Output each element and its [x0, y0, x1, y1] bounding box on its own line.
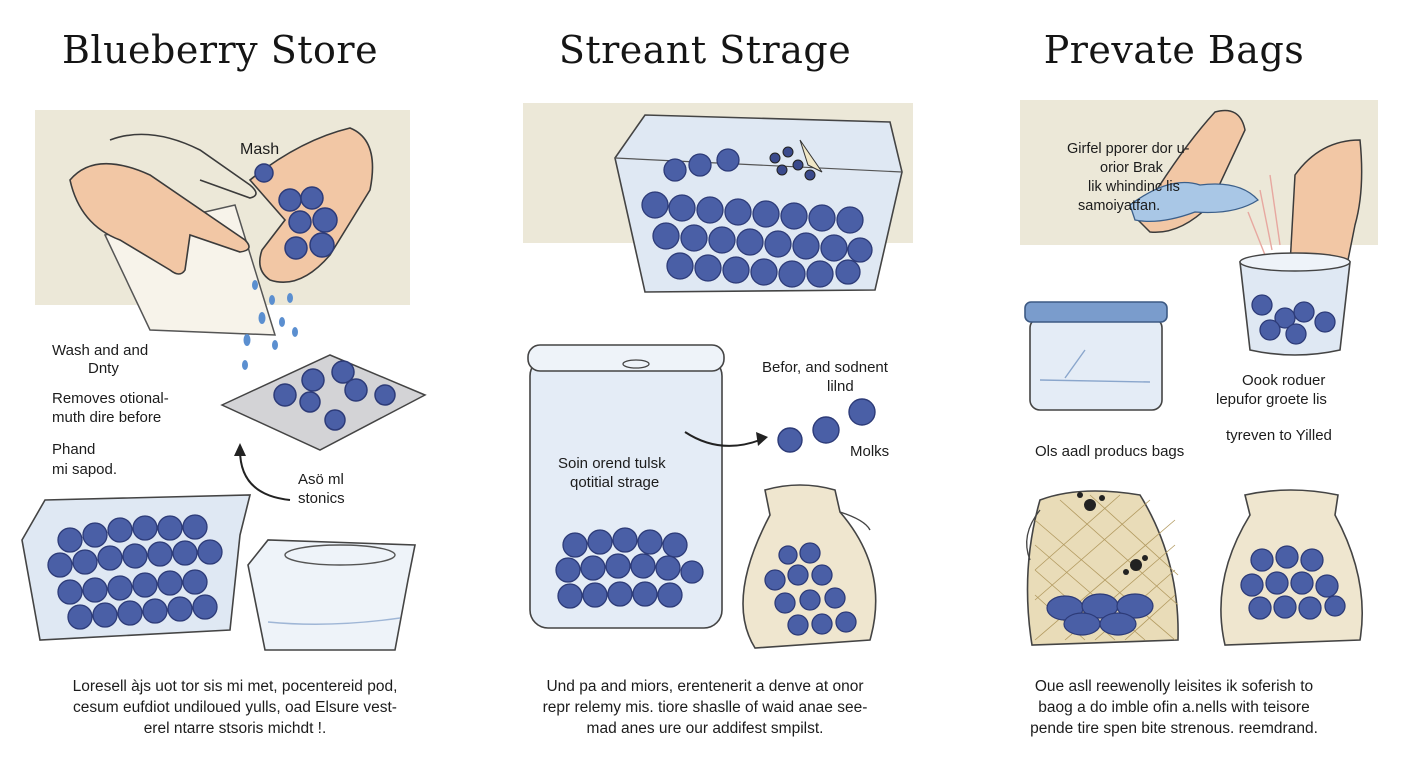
- curved-arrow-head: [234, 443, 246, 456]
- berries-in-linen-bag-right: [1240, 545, 1346, 620]
- panel-prevate-bags: Prevate Bags: [940, 0, 1408, 768]
- footer-line: cesum eufdiot undiloued yulls, oad Elsur…: [73, 699, 397, 716]
- panel-footer-text: Oue asll reewenolly leisites ik soferish…: [940, 676, 1408, 739]
- panel-footer-text: Loresell àjs uot tor sis mi met, pocente…: [0, 676, 470, 739]
- panel-streant-strage: Streant Strage: [470, 0, 940, 768]
- container-blue-lid: [1024, 301, 1168, 323]
- arrow-head: [756, 432, 768, 446]
- label-sol-line-1: Soin orend tulsk: [558, 455, 666, 472]
- glare-line: [1064, 349, 1086, 379]
- water-line: [1039, 379, 1151, 383]
- drying-towel: [220, 354, 427, 451]
- label-molks: Molks: [850, 443, 890, 460]
- label-before-line-2: lilnd: [827, 378, 854, 395]
- footer-line: Oue asll reewenolly leisites ik soferish…: [1034, 678, 1314, 695]
- footer-line: Und pa and miors, erentenerit a denve at…: [546, 678, 864, 695]
- empty-container-lid-ring: [284, 544, 396, 566]
- ink-splatter: [1077, 492, 1148, 575]
- label-ols: Ols aadl producs bags: [1035, 443, 1185, 460]
- left-hand-fingers: [109, 133, 257, 199]
- label-phand-line-1: Phand: [52, 441, 96, 458]
- bag-drawstring: [839, 511, 871, 531]
- lid-knob: [622, 359, 650, 369]
- label-also-line-2: stonics: [298, 490, 345, 507]
- berries-in-linen-bag: [764, 542, 857, 636]
- panel-title: Prevate Bags: [1043, 28, 1305, 72]
- left-hand: [69, 162, 250, 275]
- panel-title: Streant Strage: [558, 28, 852, 72]
- label-oook-line-2: lepufor groete lis: [1216, 391, 1327, 408]
- lidded-container: [1029, 317, 1163, 411]
- label-wash-line-2: Dnty: [88, 360, 119, 377]
- berries-in-hand: [254, 163, 338, 260]
- panel-title: Blueberry Store: [62, 28, 379, 72]
- mesh-bag-string: [1026, 509, 1041, 561]
- berries-in-glass: [1251, 294, 1336, 345]
- footer-line: erel ntarre stsoris michdt !.: [143, 720, 327, 737]
- label-girfel-line-3: lik whindinc lis: [1088, 179, 1180, 195]
- label-removes-line-1: Removes otional-: [52, 390, 169, 407]
- panel-blueberry-store: Blueberry Store: [0, 0, 470, 768]
- label-girfel-line-1: Girfel pporer dor u-: [1067, 141, 1190, 157]
- panel-footer-text: Und pa and miors, erentenerit a denve at…: [470, 676, 940, 739]
- footer-line: Loresell àjs uot tor sis mi met, pocente…: [72, 678, 398, 695]
- label-tyreven: tyreven to Yilled: [1226, 427, 1332, 444]
- berries-in-container: [47, 514, 223, 630]
- empty-container: [247, 539, 416, 651]
- motion-lines: [1247, 174, 1281, 256]
- leaf: [799, 139, 823, 173]
- streant-strage-illustration: [523, 103, 913, 649]
- label-removes-line-2: muth dire before: [52, 409, 162, 426]
- small-glass-rim: [1239, 252, 1351, 272]
- label-oook-line-1: Oook roduer: [1242, 372, 1326, 389]
- blueberry-store-illustration: [21, 110, 427, 651]
- water-line: [267, 617, 401, 625]
- label-sol-line-2: qotitial strage: [570, 474, 660, 491]
- berries-on-towel: [273, 360, 396, 431]
- footer-line: pende tire spen bite strenous. reemdrand…: [1030, 720, 1318, 737]
- label-girfel-line-4: samoiyatfan.: [1078, 198, 1161, 214]
- tall-canister-lid: [527, 344, 725, 372]
- label-wash-line-1: Wash and and: [52, 342, 149, 359]
- berries-in-mesh-bag: [1046, 593, 1154, 636]
- berries-in-canister: [555, 527, 704, 609]
- label-girfel-line-2: orior Brak: [1100, 160, 1163, 176]
- footer-line: mad anes ure our addifest smpilst.: [586, 720, 824, 737]
- label-before-line-1: Befor, and sodnent: [762, 359, 888, 376]
- footer-line: baog a do imble ofin a.nells with teisor…: [1038, 699, 1310, 716]
- arrow: [684, 431, 761, 447]
- cloth: [1129, 181, 1259, 223]
- top-container-rim: [614, 157, 903, 173]
- label-also-line-1: Asö ml: [298, 471, 344, 488]
- prevate-bags-illustration: [1020, 100, 1378, 646]
- loose-berries: [777, 398, 876, 453]
- label-phand-line-2: mi sapod.: [52, 461, 118, 478]
- water-drops: [242, 280, 298, 370]
- curved-arrow: [239, 449, 291, 501]
- berry-sprig: [769, 146, 816, 181]
- berries-in-top-container: [641, 148, 873, 288]
- label-mash: Mash: [240, 141, 280, 158]
- footer-line: repr relemy mis. tiore shaslle of waid a…: [542, 699, 868, 716]
